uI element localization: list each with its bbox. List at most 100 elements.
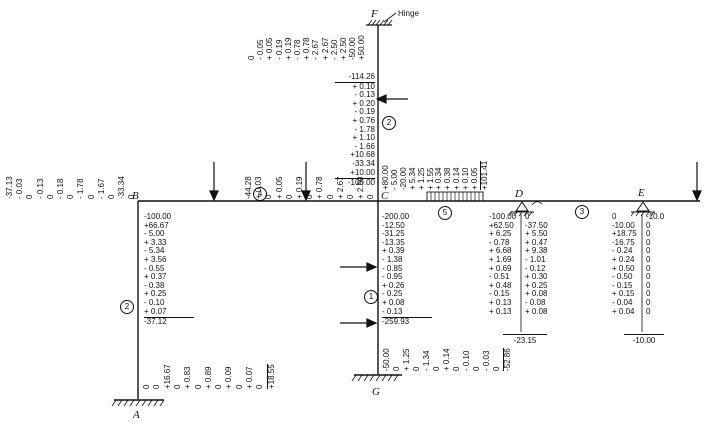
joint-label-e: E xyxy=(638,187,645,199)
fc_top-value: + 2.50 xyxy=(339,37,348,60)
d_right-value: -37.50 xyxy=(525,220,548,230)
d_right-value: + 0.47 xyxy=(525,237,548,247)
d_left-value: + 6.25 xyxy=(489,229,512,239)
b_down-value: + 3.33 xyxy=(144,237,167,247)
d_right-value: 0 xyxy=(525,212,530,221)
cf_bottom-value: -114.26 xyxy=(335,72,375,83)
fc_top-value: - 0.19 xyxy=(274,39,284,60)
member-number-3: 3 xyxy=(575,205,589,219)
fc_top-value: + 0.05 xyxy=(265,37,275,60)
gc_rot-value: + 0.14 xyxy=(442,348,451,371)
gc_rot-value: - 1.34 xyxy=(422,350,431,371)
ba_rot-value: 0 xyxy=(86,194,96,199)
gc_rot-value: -52.86 xyxy=(503,348,512,371)
e_right-value: 0 xyxy=(646,297,651,307)
fc_top-value: 0 xyxy=(247,55,256,60)
cf_bottom-value: + 0.76 xyxy=(352,115,375,125)
d_left-value: - 0.78 xyxy=(489,237,510,247)
fc_top-value: + 0.19 xyxy=(283,37,293,60)
bc_rot-value: + 2.67 xyxy=(335,176,345,199)
b_down-value: - 5.34 xyxy=(144,246,165,256)
gc_rot-value: + 1.25 xyxy=(402,348,411,371)
ba_rot-value: -37.13 xyxy=(5,176,14,199)
e_left-value: + 0.15 xyxy=(612,289,635,299)
e_right-value: 0 xyxy=(646,254,651,264)
ab_rot-value: + 0.89 xyxy=(203,366,213,389)
b_down-value: - 0.38 xyxy=(144,280,165,290)
e_right-value: 0 xyxy=(646,229,651,239)
member-number-4: 4 xyxy=(253,187,267,201)
e-total: -10.00 xyxy=(624,334,664,345)
bc_rot-value: 0 xyxy=(264,194,274,199)
e_right-value: 0 xyxy=(646,220,651,230)
roller-support-d xyxy=(515,201,529,212)
gc_rot-value: - 0.03 xyxy=(482,350,491,371)
e_left-value: + 0.04 xyxy=(612,306,635,316)
cd_rot-value: + 0.14 xyxy=(452,167,462,190)
cg_top-value: -13.35 xyxy=(382,237,405,247)
horizontal-load-1 xyxy=(375,94,408,104)
e_right-value: -10.0 xyxy=(646,212,665,221)
ba_rot-value: 0 xyxy=(25,194,35,199)
bc_rot-value: 0 xyxy=(325,194,335,199)
b_down-value: - 5.00 xyxy=(144,229,165,239)
cg_top-value: - 0.95 xyxy=(382,272,403,282)
e_right-value: 0 xyxy=(646,272,651,282)
e_left-value: - 0.50 xyxy=(612,272,633,282)
cf_bottom-value: - 1.66 xyxy=(354,141,375,151)
cg_top-value: -31.25 xyxy=(382,229,405,239)
ab_rot-value: 0 xyxy=(152,384,162,389)
bc_rot-value: 0 xyxy=(366,194,376,199)
ab_rot-value: 0 xyxy=(214,384,224,389)
b_down-value: + 3.56 xyxy=(144,254,167,264)
d_right-value: + 5.50 xyxy=(525,229,548,239)
cg_top-value: - 0.25 xyxy=(382,289,403,299)
d_right-value: - 0.12 xyxy=(525,263,546,273)
d_left-value: + 0.69 xyxy=(489,263,512,273)
e_right-value: 0 xyxy=(646,289,651,299)
fc_top-value: - 2.50 xyxy=(329,39,339,60)
b_down-value: -100.00 xyxy=(144,212,172,221)
cg_top-value: + 0.08 xyxy=(382,297,405,307)
cg_top-value: - 0.13 xyxy=(382,306,403,316)
hatch-f xyxy=(367,19,393,26)
d-total: -23.15 xyxy=(503,334,547,345)
cd_rot-value: + 0.10 xyxy=(461,167,471,190)
cd_rot-value: +101.41 xyxy=(479,160,489,190)
e_left-value: - 0.04 xyxy=(612,297,633,307)
hatch-g xyxy=(351,374,399,382)
fc_top-value: + 0.78 xyxy=(302,37,312,60)
cd_rot-value: +80.00 xyxy=(381,165,390,190)
joint-label-g: G xyxy=(372,386,380,398)
ba_rot-value: - 0.18 xyxy=(56,178,65,199)
cf_bottom-value: - 0.19 xyxy=(354,107,375,117)
cf_bottom-value: -33.34 xyxy=(352,158,375,168)
b_down-value: + 0.07 xyxy=(144,306,167,316)
member-number-2-left: 2 xyxy=(120,300,134,314)
cg_top-value: - 1.38 xyxy=(382,254,403,264)
point-load-1 xyxy=(209,162,219,202)
hatch-a xyxy=(111,399,165,407)
d_left-value: + 6.68 xyxy=(489,246,512,256)
b_down-value: + 0.37 xyxy=(144,272,167,282)
gc_rot-value: 0 xyxy=(392,366,401,371)
d_left-value: + 1.69 xyxy=(489,254,512,264)
cg_top-value: -12.50 xyxy=(382,220,405,230)
gc_rot-value: 0 xyxy=(452,366,461,371)
e_left-value: 0 xyxy=(612,212,617,221)
b_down-value: +66.67 xyxy=(144,220,169,230)
cd_rot-value: + 5.34 xyxy=(407,167,417,190)
ba_rot-value: 0 xyxy=(107,194,116,199)
ab_rot-value: + 0.07 xyxy=(245,366,254,389)
cd_rot-value: - 5.00 xyxy=(389,169,399,190)
ab_rot-value: 0 xyxy=(255,384,265,389)
fc_top-value: -50.00 xyxy=(348,37,358,60)
cg_top-value: + 0.39 xyxy=(382,246,405,256)
joint-label-d: D xyxy=(515,188,523,200)
bc_rot-value: -44.28 xyxy=(244,176,253,199)
e_right-value: 0 xyxy=(646,237,651,247)
point-load-3 xyxy=(692,162,702,202)
column-e-left: 0-10.00+18.75-16.75- 0.24+ 0.24+ 0.50- 0… xyxy=(612,212,642,316)
gc_rot-value: 0 xyxy=(432,366,441,371)
horizontal-load-2 xyxy=(340,262,378,272)
